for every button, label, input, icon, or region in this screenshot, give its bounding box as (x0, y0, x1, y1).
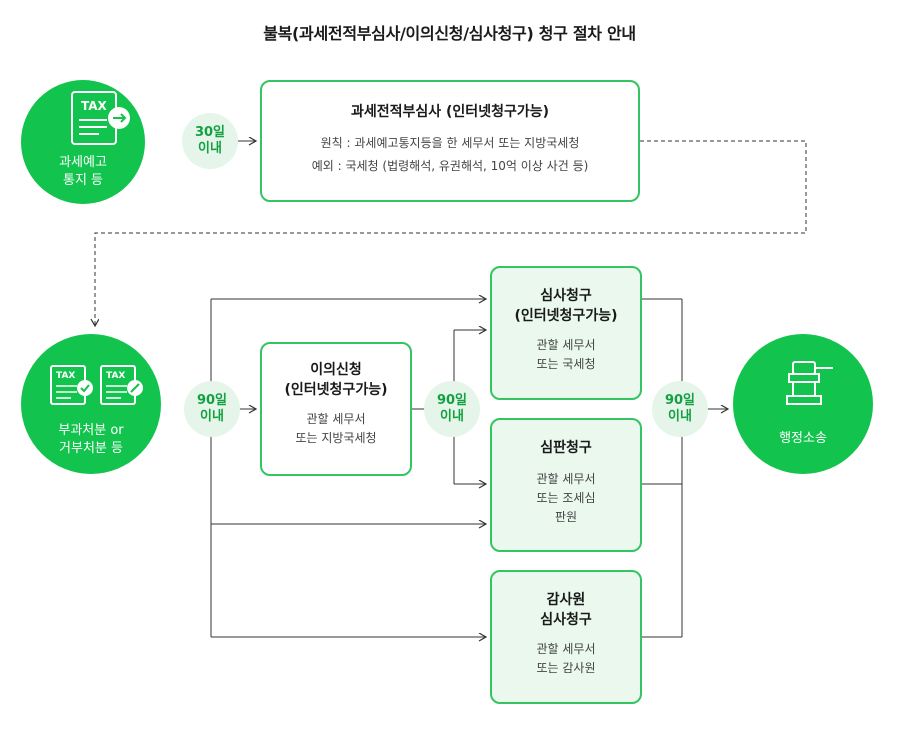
objection-online: (인터넷청구가능) (284, 382, 388, 398)
deadline-90-days-litigation: 90일 이내 (652, 381, 708, 437)
node-administrative-litigation: 행정소송 (733, 334, 873, 474)
tribunal-title: 심판청구 (540, 440, 592, 456)
tax-document-icon: TAX (71, 91, 130, 145)
box-audit-board: 감사원 심사청구 관할 세무서 또는 감사원 (490, 570, 642, 704)
deadline-within: 이내 (200, 409, 224, 424)
node-tax-notice: TAX 과세예고 통지 등 (21, 80, 145, 204)
audit-office: 관할 세무서 (536, 642, 596, 656)
pre-review-title: 과세전적부심사 (인터넷청구가능) (351, 104, 549, 120)
deadline-30-days: 30일 이내 (182, 113, 238, 169)
tribunal-office: 관할 세무서 (536, 472, 596, 486)
tax-icon-label-2: TAX (106, 371, 125, 381)
deadline-within: 이내 (440, 409, 464, 424)
gavel-icon (786, 361, 833, 405)
tax-documents-icon: TAX TAX (50, 365, 143, 405)
deadline-90-days-review: 90일 이내 (424, 381, 480, 437)
pre-review-exception: 예외 : 국세청 (법령해석, 유권해석, 10억 이상 사건 등) (311, 159, 589, 173)
deadline-days: 90일 (196, 393, 228, 408)
deadline-days: 90일 (664, 393, 696, 408)
box-pre-assessment-review: 과세전적부심사 (인터넷청구가능) 원칙 : 과세예고통지등을 한 세무서 또는… (260, 80, 640, 202)
deadline-90-days-objection: 90일 이내 (184, 381, 240, 437)
deadline-days: 90일 (436, 393, 468, 408)
disposition-label-1: 부과처분 or (58, 423, 124, 438)
review-office: 관할 세무서 (536, 338, 596, 352)
box-objection: 이의신청 (인터넷청구가능) 관할 세무서 또는 지방국세청 (260, 342, 412, 476)
review-title: 심사청구 (540, 288, 592, 304)
tax-icon-label: TAX (81, 99, 108, 113)
objection-office: 관할 세무서 (306, 412, 366, 426)
deadline-within: 이내 (668, 409, 692, 424)
box-tax-tribunal: 심판청구 관할 세무서 또는 조세심 판원 (490, 418, 642, 552)
objection-office-alt: 또는 지방국세청 (295, 431, 377, 445)
audit-office-alt: 또는 감사원 (536, 661, 596, 675)
objection-title: 이의신청 (310, 362, 362, 378)
audit-title: 감사원 (546, 592, 586, 608)
audit-subtitle: 심사청구 (540, 612, 592, 628)
tax-icon-label-1: TAX (56, 371, 75, 381)
disposition-label-2: 거부처분 등 (59, 441, 123, 456)
litigation-label: 행정소송 (779, 431, 827, 446)
tribunal-office-alt-2: 판원 (554, 510, 578, 524)
notice-label-2: 통지 등 (62, 173, 103, 188)
box-review-request: 심사청구 (인터넷청구가능) 관할 세무서 또는 국세청 (490, 266, 642, 400)
tribunal-office-alt: 또는 조세심 (536, 491, 596, 505)
deadline-days: 30일 (194, 125, 226, 140)
node-disposition: TAX TAX 부과처분 or 거부처분 등 (21, 334, 161, 474)
page-title: 불복(과세전적부심사/이의신청/심사청구) 청구 절차 안내 (263, 24, 636, 43)
notice-label-1: 과세예고 (59, 155, 107, 170)
deadline-within: 이내 (198, 141, 222, 156)
review-online: (인터넷청구가능) (514, 308, 618, 324)
pre-review-principle: 원칙 : 과세예고통지등을 한 세무서 또는 지방국세청 (320, 136, 580, 150)
review-office-alt: 또는 국세청 (536, 357, 596, 371)
